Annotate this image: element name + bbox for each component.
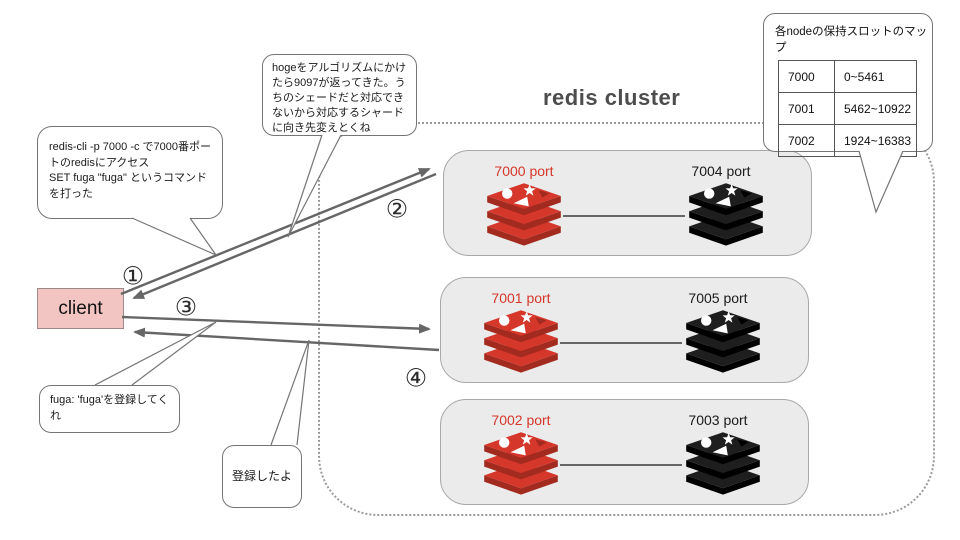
slot-map-table: 7000 0~5461 7001 5462~10922 7002 1924~16… bbox=[778, 60, 917, 157]
redirect-bubble: hogeをアルゴリズムにかけたら9097が返ってきた。うちのシェードだと対応でき… bbox=[262, 54, 417, 136]
command-bubble: redis-cli -p 7000 -c で7000番ポートのredisにアクセ… bbox=[37, 126, 223, 219]
register-done-bubble: 登録したよ bbox=[222, 445, 302, 508]
slot-node-cell: 7001 bbox=[778, 92, 835, 125]
master-port-label: 7000 port bbox=[494, 163, 554, 179]
slot-map-bubble: 各nodeの保持スロットのマップ 7000 0~5461 7001 5462~1… bbox=[763, 13, 933, 157]
shard-box-3: 7002 port 7003 port bbox=[440, 399, 809, 505]
replica-port-label: 7005 port bbox=[688, 290, 748, 306]
step-3-badge: ③ bbox=[174, 292, 198, 322]
command-bubble-tail bbox=[131, 217, 218, 257]
step-1-badge: ① bbox=[121, 261, 145, 291]
step-2-badge: ② bbox=[385, 194, 409, 224]
slot-map-row: 7001 5462~10922 bbox=[778, 92, 917, 125]
cluster-title: redis cluster bbox=[543, 85, 681, 110]
client-label: client bbox=[58, 297, 103, 319]
step-4-badge: ④ bbox=[404, 363, 428, 393]
slot-map-row: 7000 0~5461 bbox=[778, 60, 917, 93]
slot-range-cell: 5462~10922 bbox=[834, 92, 917, 125]
master-port-label: 7002 port bbox=[491, 412, 551, 428]
register-request-bubble: fuga: 'fuga'を登録してくれ bbox=[39, 385, 180, 433]
replica-port-label: 7003 port bbox=[688, 412, 748, 428]
replica-port-label: 7004 port bbox=[691, 163, 751, 179]
redis-replica-icon bbox=[686, 432, 760, 495]
slot-map-title: 各nodeの保持スロットのマップ bbox=[775, 26, 928, 54]
slot-node-cell: 7000 bbox=[778, 60, 835, 93]
slot-map-row: 7002 1924~16383 bbox=[778, 124, 917, 157]
shard-box-2: 7001 port 7005 port bbox=[440, 277, 809, 383]
redis-master-icon bbox=[484, 432, 558, 495]
slot-range-cell: 1924~16383 bbox=[834, 124, 917, 157]
slot-node-cell: 7002 bbox=[778, 124, 835, 157]
register-done-bubble-tail bbox=[270, 339, 310, 446]
redis-master-icon bbox=[484, 310, 558, 373]
slot-range-cell: 0~5461 bbox=[834, 60, 917, 93]
redis-replica-icon bbox=[689, 183, 763, 246]
client-box: client bbox=[37, 288, 124, 329]
master-port-label: 7001 port bbox=[491, 290, 551, 306]
register-request-bubble-tail bbox=[94, 321, 217, 386]
redis-replica-icon bbox=[686, 310, 760, 373]
shard-box-1: 7000 port 7004 port bbox=[443, 150, 812, 256]
redis-master-icon bbox=[487, 183, 561, 246]
